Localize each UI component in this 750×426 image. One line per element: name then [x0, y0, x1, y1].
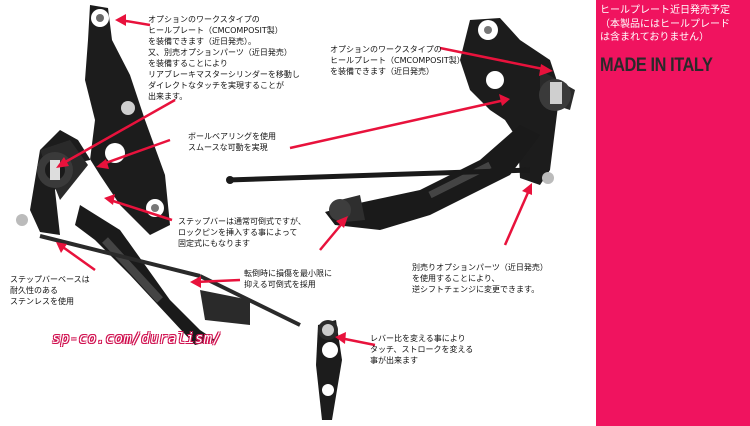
callout-line: スムースな可動を実現: [188, 143, 268, 152]
callout-line: ダイレクトなタッチを実現することが: [148, 81, 284, 90]
website-url[interactable]: sp-co.com/duralism/: [52, 331, 222, 347]
notice-line: は含まれておりません）: [600, 32, 710, 43]
callout-line: ステンレスを使用: [10, 297, 74, 306]
callout-line: タッチ、ストロークを変える: [370, 345, 474, 354]
callout-base-stainless: ステップバーベースは 耐久性のある ステンレスを使用: [10, 274, 90, 307]
callout-line: を使用することにより、: [412, 274, 500, 283]
callout-line: 抑える可倒式を採用: [244, 280, 316, 289]
rearsets-illustration: [16, 5, 575, 420]
callout-reverse-shift: 別売りオプションパーツ（近日発売） を使用することにより、 逆シフトチェンジに変…: [412, 262, 548, 295]
callout-ball-bearing: ボールベアリングを使用 スムースな可動を実現: [188, 131, 276, 153]
callout-line: 出来ます。: [148, 92, 188, 101]
shift-lever: [316, 320, 342, 420]
callout-heel-plate-left: オプションのワークスタイプの ヒールプレート（CMCOMPOSIT製） を装備で…: [148, 14, 300, 102]
callout-arrows: [56, 14, 553, 347]
callout-line: 別売りオプションパーツ（近日発売）: [412, 263, 548, 272]
callout-line: レバー比を変える事により: [370, 334, 466, 343]
right-rearset: [226, 18, 575, 230]
callout-line: を装備することにより: [148, 59, 228, 68]
callout-line: 逆シフトチェンジに変更できます。: [412, 285, 540, 294]
notice-line: （本製品にはヒールプレード: [600, 19, 730, 30]
callout-line: オプションのワークスタイプの: [330, 45, 442, 54]
callout-lever-ratio: レバー比を変える事により タッチ、ストロークを変える 事が出来ます: [370, 333, 473, 366]
callout-line: ヒールプレート（CMCOMPOSIT製）: [330, 56, 465, 65]
callout-line: ロックピンを挿入する事によって: [178, 228, 298, 237]
callout-line: オプションのワークスタイプの: [148, 15, 260, 24]
callout-line: ボールベアリングを使用: [188, 132, 276, 141]
callout-line: ステップバーは通常可倒式ですが、: [178, 217, 306, 226]
callout-line: 事が出来ます: [370, 356, 418, 365]
heel-plate-notice: ヒールプレート近日発売予定: [600, 5, 730, 16]
callout-line: 又、別売オプションパーツ（近日発売）: [148, 48, 292, 57]
callout-line: リアブレーキマスターシリンダーを移動し: [148, 70, 300, 79]
callout-step-bar: ステップバーは通常可倒式ですが、 ロックピンを挿入する事によって 固定式にもなり…: [178, 216, 306, 249]
callout-line: ヒールプレート（CMCOMPOSIT製）: [148, 26, 283, 35]
side-panel: ヒールプレート近日発売予定 （本製品にはヒールプレード は含まれておりません） …: [596, 0, 750, 426]
callout-line: を装備できます（近日発売）: [330, 67, 434, 76]
made-in-italy-label: MADE IN ITALY: [600, 55, 713, 76]
callout-heel-plate-right: オプションのワークスタイプの ヒールプレート（CMCOMPOSIT製） を装備で…: [330, 44, 465, 77]
callout-line: を装備できます（近日発売）。: [148, 37, 256, 46]
callout-line: ステップバーベースは: [10, 275, 90, 284]
callout-line: 転倒時に損傷を最小限に: [244, 269, 332, 278]
callout-line: 固定式にもなります: [178, 239, 250, 248]
rearsets-photo: オプションのワークスタイプの ヒールプレート（CMCOMPOSIT製） を装備で…: [10, 5, 575, 420]
callout-line: 耐久性のある: [10, 286, 58, 295]
callout-folding: 転倒時に損傷を最小限に 抑える可倒式を採用: [244, 268, 332, 290]
heel-plate-not-included: （本製品にはヒールプレード は含まれておりません）: [600, 18, 750, 44]
